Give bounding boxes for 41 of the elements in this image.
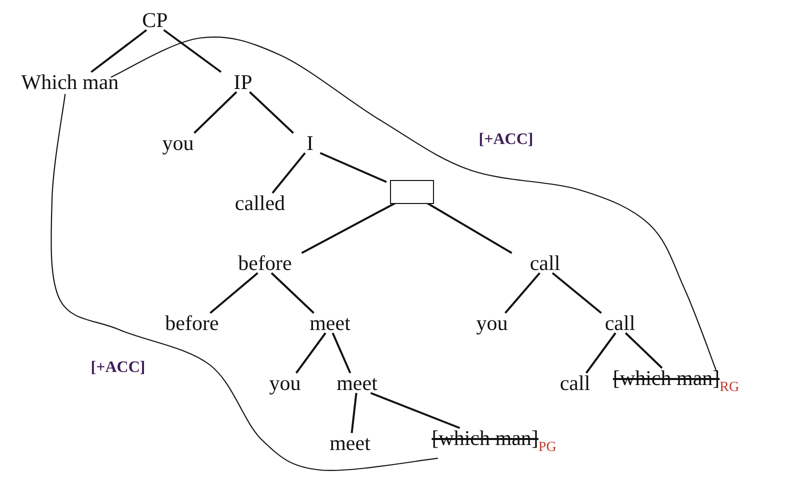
tree-node-label: called [234, 191, 286, 215]
tree-node-label: Which man [21, 70, 119, 94]
movement-curve [110, 36, 717, 372]
tree-node-label: you [162, 131, 194, 155]
tree-branch [370, 392, 460, 429]
tree-node-label: meet [310, 311, 350, 335]
tree-branch [320, 152, 387, 183]
tree-branch [624, 332, 663, 369]
tree-node-label: you [269, 371, 301, 395]
tree-node-label: I [306, 131, 314, 155]
tree-branch [585, 332, 616, 374]
tree-branch [272, 152, 306, 194]
tree-node-label: before [238, 251, 292, 275]
movement-curve [50, 94, 438, 471]
subscript-label: RG [720, 380, 740, 395]
tree-branch [350, 392, 358, 434]
struck-copy-label: [which man] [432, 426, 538, 450]
tree-branch [210, 272, 258, 314]
tree-node-label: call [560, 371, 590, 395]
tree-node-label: before [165, 311, 219, 335]
tree-node-label: IP [234, 70, 252, 94]
tree-branch [552, 272, 602, 314]
tree-branch [90, 29, 148, 73]
tree-node-label: meet [336, 371, 378, 395]
tree-node-label: CP [142, 8, 168, 32]
tree-node-label: call [530, 251, 560, 275]
tree-branch [504, 272, 540, 314]
tree-branch [194, 91, 238, 134]
tree-node-label: call [604, 311, 636, 335]
tree-branch [332, 332, 352, 374]
tree-branch [270, 272, 314, 314]
edge-label: [+ACC] [88, 359, 148, 377]
tree-node-label: you [476, 311, 508, 335]
tree-branch [249, 91, 294, 134]
struck-copy-label: [which man] [612, 366, 720, 390]
empty-box [390, 180, 434, 204]
tree-branch [163, 29, 222, 73]
subscript-label: PG [538, 440, 556, 455]
tree-node-label: meet [330, 431, 370, 455]
edge-label: [+ACC] [476, 131, 536, 149]
tree-branch [295, 332, 326, 374]
